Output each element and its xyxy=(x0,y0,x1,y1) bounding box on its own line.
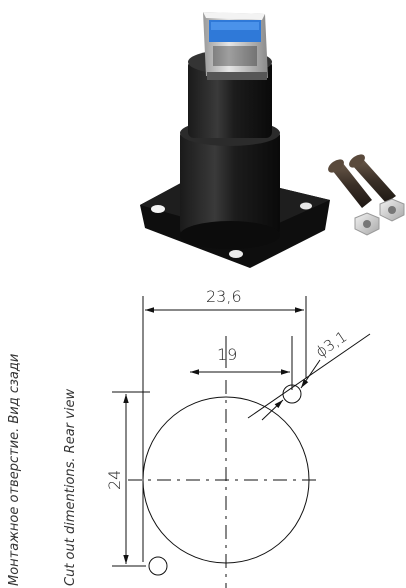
label-overall-width: 23,6 xyxy=(206,287,242,306)
caption-russian: Монтажное отверстие. Вид сзади xyxy=(7,354,22,586)
mounting-screws xyxy=(328,154,396,208)
usb-port xyxy=(203,12,268,80)
label-hole-spacing: 19 xyxy=(217,345,237,364)
mounting-hole-bottom-left xyxy=(148,556,168,576)
diameter-arrow-inner xyxy=(261,399,284,421)
mounting-nuts xyxy=(354,198,405,236)
caption-english: Cut out dimentions. Rear view xyxy=(63,389,78,586)
label-mounting-hole-diameter: ϕ3,1 xyxy=(312,327,350,361)
product-photo xyxy=(140,12,405,268)
label-cutout-height: 24 xyxy=(105,470,124,490)
diameter-arrow-outer xyxy=(300,359,321,389)
